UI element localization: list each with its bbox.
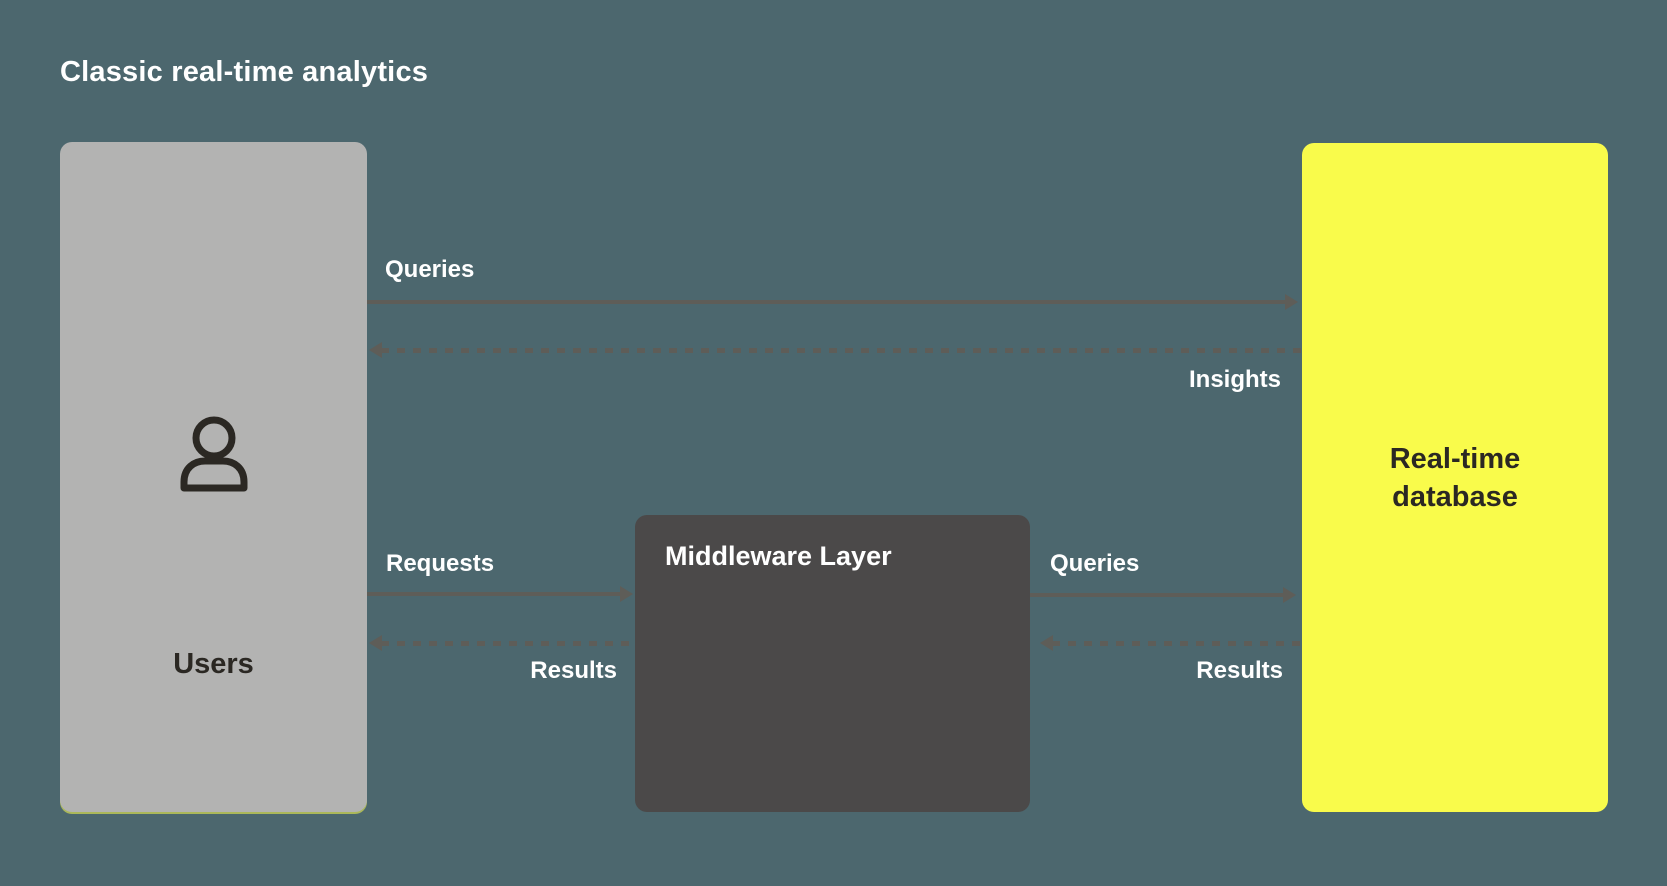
arrowhead-left-icon	[369, 342, 382, 358]
edge-label-results-right: Results	[1196, 657, 1283, 684]
arrowhead-right-icon	[1285, 294, 1298, 310]
arrowhead-left-icon	[1040, 635, 1053, 651]
arrow-line-dashed	[381, 348, 1302, 353]
edge-label-insights: Insights	[1188, 366, 1281, 393]
arrowhead-right-icon	[1283, 587, 1296, 603]
arrow-line-dashed	[1052, 641, 1302, 646]
arrowhead-right-icon	[620, 586, 633, 602]
edge-label-results-middle: Results	[530, 657, 617, 684]
edge-label-requests: Requests	[386, 550, 495, 577]
node-middleware: Middleware Layer	[635, 515, 1030, 812]
diagram-title: Classic real-time analytics	[60, 56, 429, 88]
arrow-users-to-middleware	[367, 586, 633, 602]
node-database-label: Real-time database	[1389, 442, 1521, 513]
arrow-line	[367, 592, 621, 596]
node-middleware-label: Middleware Layer	[665, 541, 892, 571]
arrow-line	[367, 300, 1286, 304]
node-users-label: Users	[173, 648, 254, 680]
arrow-users-to-database	[367, 294, 1298, 310]
arrow-database-to-middleware	[1040, 635, 1302, 651]
user-icon	[180, 416, 247, 492]
edge-label-queries-right: Queries	[1050, 550, 1140, 577]
arrow-line	[1030, 593, 1284, 597]
arrow-database-to-users	[369, 342, 1302, 358]
edge-label-queries-top: Queries	[385, 256, 475, 283]
arrow-middleware-to-database	[1030, 587, 1296, 603]
arrowhead-left-icon	[369, 635, 382, 651]
node-users: Users	[60, 142, 367, 812]
node-database: Real-time database	[1302, 143, 1608, 812]
arrow-line-dashed	[381, 641, 635, 646]
arrow-middleware-to-users	[369, 635, 635, 651]
